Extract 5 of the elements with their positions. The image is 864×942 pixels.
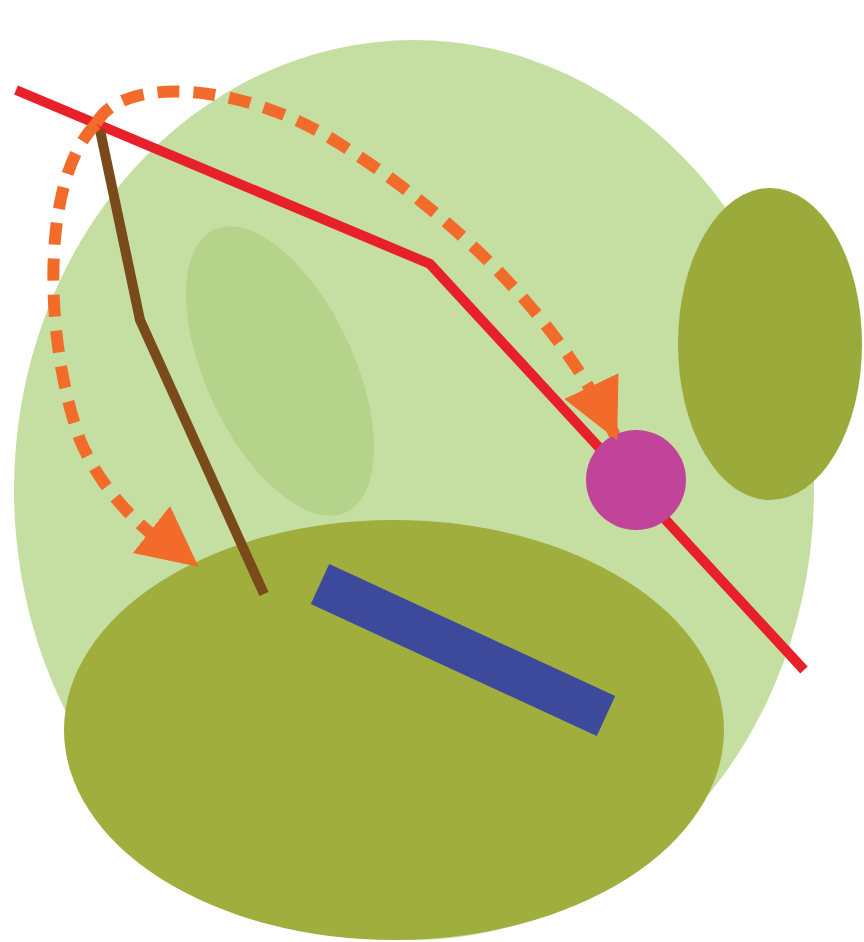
dashed-arrow <box>47 120 199 569</box>
round-dot <box>586 430 686 530</box>
small-oval <box>678 188 862 500</box>
dashed-arrow <box>91 85 620 441</box>
faint-oval <box>186 226 374 516</box>
